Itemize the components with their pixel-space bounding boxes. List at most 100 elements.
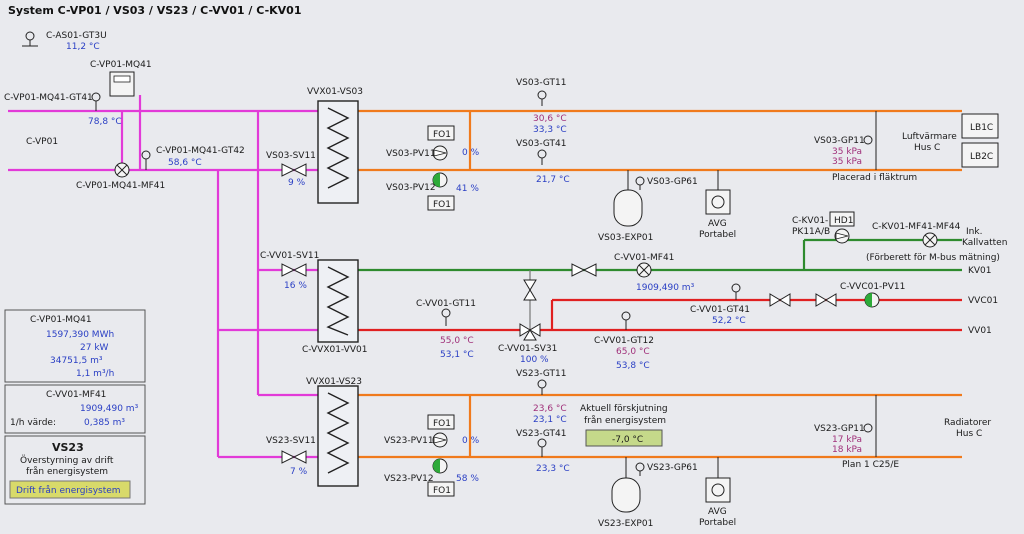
vs03-sv11-value: 9 % [288, 178, 306, 188]
vv01-sv11-valve-icon[interactable] [281, 263, 307, 277]
vs03-gp11-value-1: 35 kPa [832, 147, 862, 157]
svg-text:HD1: HD1 [834, 216, 853, 226]
outdoor-sensor-tag: C-AS01-GT3U [46, 31, 107, 41]
vs23-pipes [358, 393, 962, 459]
vvx01-vs23-heat-exchanger-icon[interactable] [317, 385, 359, 487]
vs03-pv11-pump-icon[interactable] [432, 145, 448, 161]
vs03-exp-tag: VS03-EXP01 [598, 233, 653, 243]
panel-mq41-title: C-VP01-MQ41 [30, 315, 92, 325]
vs03-pv12-tag: VS03-PV12 [386, 183, 436, 193]
outdoor-sensor-icon[interactable] [22, 31, 38, 47]
drift-fran-energisystem-button[interactable]: Drift från energisystem [9, 480, 131, 499]
kv01-ink-line2: Kallvatten [962, 238, 1007, 248]
vs23-pv12-tag: VS23-PV12 [384, 474, 434, 484]
vs03-gt11-tag: VS03-GT11 [516, 78, 567, 88]
vs03-gt41-sensor-icon[interactable] [537, 149, 547, 165]
vp01-gt41-value: 78,8 °C [88, 117, 122, 127]
vs23-fo1-top[interactable]: FO1 [427, 414, 455, 430]
kv01-pk11-pump-icon[interactable] [834, 228, 850, 244]
vvx01-vs03-tag: VVX01-VS03 [307, 87, 363, 97]
vvc01-check-valve-1-icon[interactable] [769, 293, 791, 307]
page-title: System C-VP01 / VS03 / VS23 / C-VV01 / C… [8, 4, 301, 17]
vv01-mf41-flowmeter-icon[interactable] [636, 262, 652, 278]
vs23-pv12-pump-icon[interactable] [432, 458, 448, 474]
vv01-gt41-sensor-icon[interactable] [731, 283, 741, 300]
svg-text:FO1: FO1 [433, 200, 451, 210]
vs03-sv11-tag: VS03-SV11 [266, 151, 316, 161]
vp01-gt42-tag: C-VP01-MQ41-GT42 [156, 146, 245, 156]
vv01-sv31-mixing-valve-icon[interactable] [519, 323, 541, 341]
vs23-gt11-value-1: 23,6 °C [533, 404, 567, 414]
vs03-pv12-pump-icon[interactable] [432, 172, 448, 188]
vs03-avg-line2: Portabel [699, 230, 736, 240]
vs23-fo1-bottom[interactable]: FO1 [427, 481, 455, 497]
vs23-avg-line1: AVG [708, 507, 727, 517]
vs03-expansion-tank-icon[interactable] [613, 170, 643, 227]
vp01-name: C-VP01 [26, 137, 58, 147]
vp01-flowmeter-icon[interactable] [114, 162, 130, 178]
vv01-gt41-tag: C-VV01-GT41 [690, 305, 750, 315]
vs23-gp61-gauge-icon[interactable] [635, 462, 645, 476]
kv01-mf-tag: C-KV01-MF41-MF44 [872, 222, 961, 232]
vs23-gt41-tag: VS23-GT41 [516, 429, 567, 439]
vs23-gt11-value-2: 23,1 °C [533, 415, 567, 425]
vp01-gt42-sensor-icon[interactable] [141, 150, 151, 170]
vs03-gt11-sensor-icon[interactable] [537, 90, 547, 106]
svg-text:Drift från energisystem: Drift från energisystem [16, 485, 121, 496]
panel-mq41-flow: 1,1 m³/h [76, 369, 114, 379]
vs23-consumer-line2: Hus C [956, 429, 982, 439]
vs03-sv11-valve-icon[interactable] [281, 163, 307, 177]
vs23-avg-degasser-icon[interactable] [705, 457, 731, 503]
vv01-gt11-sensor-icon[interactable] [441, 308, 451, 326]
panel-mq41-volume: 34751,5 m³ [50, 356, 103, 366]
vs23-gp11-gauge-icon[interactable] [863, 423, 873, 433]
vs23-sv11-valve-icon[interactable] [281, 450, 307, 464]
kv01-pk-tag-2: PK11A/B [792, 227, 830, 237]
vv01-gt12-sensor-icon[interactable] [621, 311, 631, 330]
lb1c-box[interactable]: LB1C [961, 113, 999, 139]
kv01-line-label: KV01 [968, 266, 992, 276]
vv01-gt12-value-2: 53,8 °C [616, 361, 650, 371]
vs23-plan-note: Plan 1 C25/E [842, 460, 899, 470]
vs23-gt41-sensor-icon[interactable] [537, 438, 547, 457]
hd1-box[interactable]: HD1 [829, 211, 855, 227]
vv01-mf41-tag: C-VV01-MF41 [614, 253, 674, 263]
vv01-gt11-value-1: 55,0 °C [440, 336, 474, 346]
panel-vs23-line2: från energisystem [26, 466, 108, 477]
vs03-gp61-gauge-icon[interactable] [635, 176, 645, 190]
svg-text:FO1: FO1 [433, 486, 451, 496]
vs03-avg-degasser-icon[interactable] [705, 170, 731, 215]
vs23-sv11-value: 7 % [290, 467, 308, 477]
vs03-gp11-gauge-icon[interactable] [863, 135, 873, 145]
svg-text:LB1C: LB1C [970, 123, 993, 133]
vs23-expansion-tank-icon[interactable] [611, 457, 641, 513]
vv01-sv11-value: 16 % [284, 281, 307, 291]
svg-text:-7,0 °C: -7,0 °C [612, 435, 643, 445]
vvc01-check-valve-2-icon[interactable] [815, 293, 837, 307]
vs23-avg-line2: Portabel [699, 518, 736, 528]
vs23-gp61-tag: VS23-GP61 [647, 463, 698, 473]
vvx01-vv01-heat-exchanger-icon[interactable] [317, 259, 359, 343]
vs03-fo1-bottom[interactable]: FO1 [427, 195, 455, 211]
vvx01-vv01-tag: C-VVX01-VV01 [302, 345, 367, 355]
kv01-pk-tag-1: C-KV01- [792, 216, 828, 226]
vvc01-pv11-pump-icon[interactable] [864, 292, 880, 308]
panel-mf41-rate-value: 0,385 m³ [84, 418, 125, 428]
vs23-pv11-pump-icon[interactable] [432, 432, 448, 448]
vs23-shift-value-field[interactable]: -7,0 °C [585, 429, 663, 447]
vs23-pv11-tag: VS23-PV11 [384, 436, 434, 446]
vvx01-vs03-heat-exchanger-icon[interactable] [317, 100, 359, 204]
panel-mq41-energy: 1597,390 MWh [46, 330, 114, 340]
vs23-exp-tag: VS23-EXP01 [598, 519, 653, 529]
kv01-flowmeter-icon[interactable] [922, 232, 938, 248]
vv01-bypass-valve-icon[interactable] [523, 279, 537, 301]
vp01-gt41-sensor-icon[interactable] [91, 92, 101, 111]
vs03-fo1-top[interactable]: FO1 [427, 125, 455, 141]
vp01-gt42-value: 58,6 °C [168, 158, 202, 168]
lb2c-box[interactable]: LB2C [961, 142, 999, 168]
meter-mq41-icon[interactable] [109, 71, 135, 97]
kv01-check-valve-icon[interactable] [571, 263, 597, 277]
vs03-gt11-value-2: 33,3 °C [533, 125, 567, 135]
vs23-gt11-sensor-icon[interactable] [537, 379, 547, 395]
